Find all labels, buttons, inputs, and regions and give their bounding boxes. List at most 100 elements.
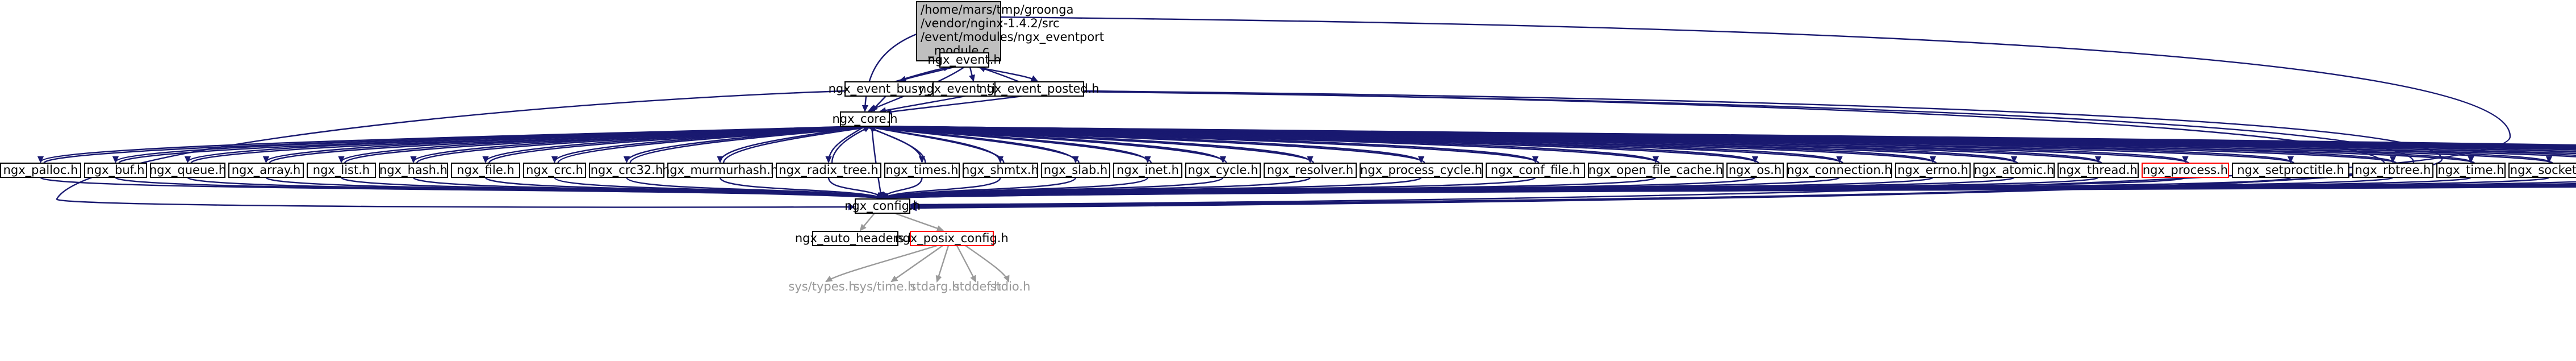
node-ngx-core-h[interactable]: ngx_core.h [832, 111, 898, 127]
node-stdarg-h: stdarg.h [910, 280, 960, 293]
node-ngx-event-h[interactable]: ngx_event.h [927, 52, 1001, 68]
dependency-edge [831, 126, 869, 164]
node-ngx-murmurhash-h[interactable]: ngx_murmurhash.h [662, 163, 778, 178]
node-ngx-atomic-h[interactable]: ngx_atomic.h [1973, 163, 2055, 178]
dependency-edge [864, 125, 2576, 146]
node-ngx-event-posted-h[interactable]: ngx_event_posted.h [979, 81, 1099, 97]
node-ngx-list-h[interactable]: ngx_list.h [307, 163, 376, 178]
node-label: ngx_event_posted.h [979, 82, 1099, 96]
dependency-edge [892, 245, 943, 281]
node-ngx-file-h[interactable]: ngx_file.h [451, 163, 520, 178]
node-ngx-time-h[interactable]: ngx_time.h [2436, 163, 2506, 178]
node-ngx-hash-h[interactable]: ngx_hash.h [379, 163, 448, 178]
node-label: ngx_array.h [232, 163, 301, 177]
node-ngx-rbtree-h[interactable]: ngx_rbtree.h [2352, 163, 2433, 178]
node-label: ngx_shmtx.h [962, 163, 1039, 177]
node-label: ngx_queue.h [149, 163, 226, 177]
node-ngx-posix-config-h[interactable]: ngx_posix_config.h [895, 231, 1009, 246]
node-ngx-os-h[interactable]: ngx_os.h [1726, 163, 1784, 178]
dependency-edge [894, 212, 943, 230]
node-ngx-buf-h[interactable]: ngx_buf.h [84, 163, 147, 178]
node-label: sys/time.h [854, 280, 915, 293]
dependency-edge [413, 125, 865, 162]
dependency-edge [883, 177, 1001, 198]
dependency-edge [937, 245, 950, 281]
node-ngx-process-cycle-h[interactable]: ngx_process_cycle.h [1360, 163, 1483, 178]
dependency-edge [869, 127, 1227, 164]
dependency-edge [486, 125, 865, 162]
node-label: ngx_rbtree.h [2355, 163, 2431, 177]
root-node[interactable]: /home/mars/tmp/groonga /vendor/nginx-1.4… [916, 1, 1104, 61]
node-label: ngx_open_file_cache.h [1588, 163, 1723, 177]
node-ngx-shmtx-h[interactable]: ngx_shmtx.h [962, 163, 1039, 178]
root-label-line-3: /event/modules/ngx_eventport [921, 30, 1104, 44]
node-label: ngx_process.h [2143, 163, 2228, 177]
node-label: ngx_socket.h [2510, 163, 2576, 177]
node-ngx-crc32-h[interactable]: ngx_crc32.h [589, 163, 664, 178]
dependency-edge [980, 67, 1020, 83]
node-ngx-config-h[interactable]: ngx_config.h [844, 198, 921, 214]
node-ngx-resolver-h[interactable]: ngx_resolver.h [1264, 163, 1357, 178]
dependency-edge [869, 127, 1005, 164]
node-ngx-connection-h[interactable]: ngx_connection.h [1787, 163, 1892, 178]
dependency-edge [869, 127, 1315, 164]
dependency-edge [894, 67, 950, 83]
dependency-edge [865, 33, 917, 111]
node-ngx-queue-h[interactable]: ngx_queue.h [149, 163, 226, 178]
node-ngx-thread-h[interactable]: ngx_thread.h [2058, 163, 2139, 178]
dependency-edge [880, 95, 966, 111]
dependency-edge [970, 67, 973, 81]
node-ngx-socket-h[interactable]: ngx_socket.h [2508, 163, 2576, 178]
node-label: ngx_core.h [832, 112, 897, 126]
node-label: ngx_crc.h [526, 163, 583, 177]
node-ngx-radix-tree-h[interactable]: ngx_radix_tree.h [776, 163, 881, 178]
root-label-line-1: /home/mars/tmp/groonga [921, 3, 1073, 16]
dependency-edge [956, 245, 977, 281]
node-label: ngx_cycle.h [1188, 163, 1258, 177]
dependency-edge [829, 125, 865, 162]
node-label: ngx_file.h [457, 163, 515, 177]
node-ngx-array-h[interactable]: ngx_array.h [228, 163, 304, 178]
node-label: ngx_os.h [1729, 163, 1782, 177]
node-label: ngx_crc32.h [591, 163, 663, 177]
dependency-edge [860, 213, 875, 230]
node-label: ngx_connection.h [1787, 163, 1892, 177]
node-label: stdarg.h [910, 280, 960, 293]
node-label: ngx_atomic.h [1974, 163, 2054, 177]
node-label: stdio.h [990, 280, 1031, 293]
dependency-edge [886, 95, 1023, 113]
node-ngx-conf-file-h[interactable]: ngx_conf_file.h [1486, 163, 1585, 178]
node-label: ngx_errno.h [1897, 163, 1968, 177]
dependency-edge [722, 127, 869, 164]
dependency-edge [965, 245, 1009, 281]
node-ngx-palloc-h[interactable]: ngx_palloc.h [0, 163, 81, 178]
node-ngx-setproctitle-h[interactable]: ngx_setproctitle.h [2232, 163, 2349, 178]
node-ngx-cycle-h[interactable]: ngx_cycle.h [1185, 163, 1261, 178]
node-label: ngx_inet.h [1116, 163, 1179, 177]
node-stddef-h: stddef.h [954, 280, 1002, 293]
node-label: ngx_times.h [886, 163, 959, 177]
node-label: ngx_posix_config.h [895, 231, 1009, 246]
node-ngx-auto-headers-h[interactable]: ngx_auto_headers.h [795, 231, 915, 246]
node-ngx-inet-h[interactable]: ngx_inet.h [1113, 163, 1182, 178]
node-label: ngx_conf_file.h [1491, 163, 1580, 177]
node-label: ngx_time.h [2438, 163, 2504, 177]
node-ngx-times-h[interactable]: ngx_times.h [884, 163, 960, 178]
dependency-edge [869, 127, 2576, 147]
root-label-line-2: /vendor/nginx-1.4.2/src [921, 16, 1060, 30]
dependency-edge [56, 90, 854, 207]
node-ngx-slab-h[interactable]: ngx_slab.h [1041, 163, 1110, 178]
node-ngx-process-h[interactable]: ngx_process.h [2142, 163, 2229, 178]
dependency-edge [629, 127, 870, 164]
node-label: ngx_process_cycle.h [1360, 163, 1482, 177]
node-label: ngx_slab.h [1044, 163, 1108, 177]
node-ngx-crc-h[interactable]: ngx_crc.h [523, 163, 586, 178]
node-label: ngx_hash.h [379, 163, 448, 177]
node-label: stddef.h [954, 280, 1002, 293]
dependency-edge [826, 244, 938, 281]
node-ngx-open-file-cache-h[interactable]: ngx_open_file_cache.h [1588, 163, 1724, 178]
node-label: ngx_thread.h [2059, 163, 2137, 177]
node-ngx-errno-h[interactable]: ngx_errno.h [1895, 163, 1971, 178]
